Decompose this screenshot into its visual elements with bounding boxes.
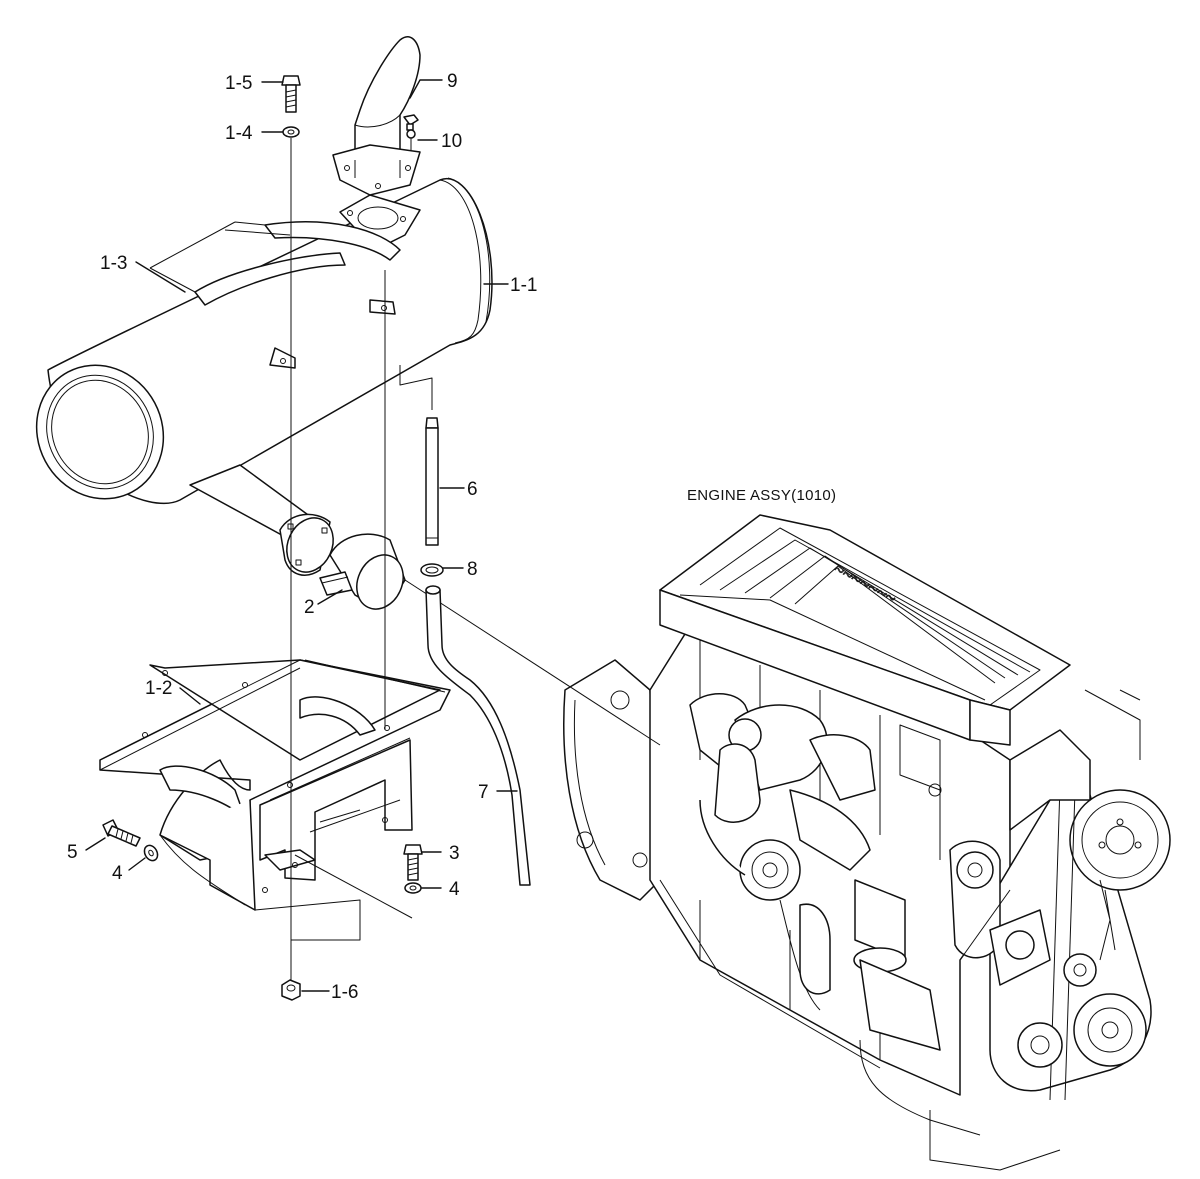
muffler-bracket bbox=[99, 659, 451, 911]
rain-cap-elbow bbox=[332, 36, 421, 196]
leader-lines bbox=[85, 79, 518, 992]
callout-1-3: 1-3 bbox=[100, 253, 127, 274]
callout-1-2: 1-2 bbox=[145, 678, 172, 699]
projection-line-tube bbox=[399, 365, 433, 410]
projection-line-clamp-engine bbox=[404, 579, 661, 746]
gasket-8 bbox=[420, 563, 444, 577]
callout-5: 5 bbox=[67, 842, 78, 863]
drain-hose bbox=[425, 585, 531, 886]
callout-labels: 1-5 1-4 9 10 1-1 1-3 1-2 6 8 2 7 3 4 5 4… bbox=[67, 71, 537, 1003]
callout-2: 2 bbox=[304, 597, 315, 618]
callout-4-left: 4 bbox=[112, 863, 123, 884]
washer-4-right bbox=[404, 882, 422, 894]
bolt-1-5 bbox=[281, 75, 301, 113]
callout-9: 9 bbox=[447, 71, 458, 92]
callout-1-4: 1-4 bbox=[225, 123, 253, 144]
clamp-sleeve bbox=[319, 533, 406, 610]
engine-assy-title: ENGINE ASSY(1010) bbox=[687, 487, 836, 504]
bolt-10 bbox=[403, 114, 419, 150]
engine-assembly: ENGINE ASSY(1010) ~~~~~~~ bbox=[563, 487, 1171, 1171]
callout-1-6: 1-6 bbox=[331, 982, 358, 1003]
projection-line-bolt-3 bbox=[294, 854, 413, 919]
callout-8: 8 bbox=[467, 559, 478, 580]
callout-6: 6 bbox=[467, 479, 478, 500]
bolt-5 bbox=[102, 819, 141, 847]
washer-4-left bbox=[143, 844, 159, 862]
muffler-assembly bbox=[35, 177, 493, 576]
callout-1-1: 1-1 bbox=[510, 275, 537, 296]
callout-4-right: 4 bbox=[449, 879, 460, 900]
projection-line-nut bbox=[254, 899, 361, 941]
callout-1-5: 1-5 bbox=[225, 73, 252, 94]
callout-3: 3 bbox=[449, 843, 460, 864]
projection-line-strap bbox=[224, 229, 291, 236]
bolt-3 bbox=[403, 844, 423, 881]
washer-1-4 bbox=[282, 126, 300, 138]
callout-10: 10 bbox=[441, 131, 462, 152]
drain-tube bbox=[425, 417, 439, 546]
callout-7: 7 bbox=[478, 782, 489, 803]
nut-1-6 bbox=[281, 979, 301, 1001]
